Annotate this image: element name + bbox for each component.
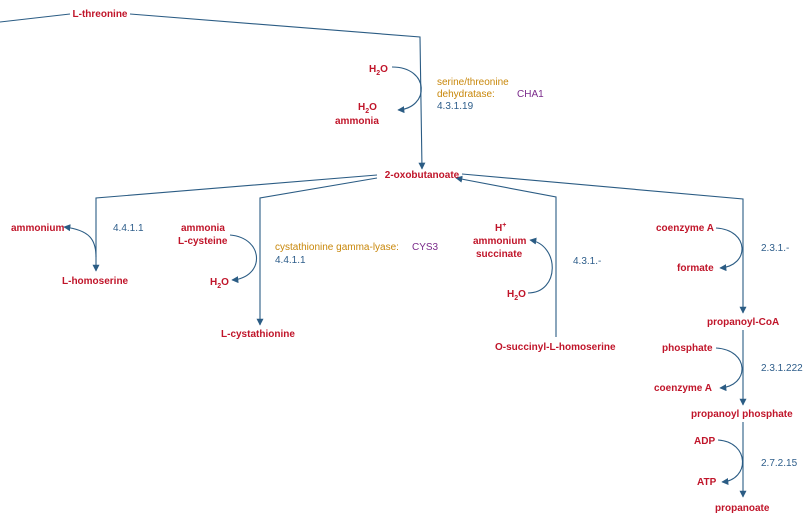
curve-h2o-to-succinate (527, 237, 553, 294)
metabolite-h2o[interactable]: H2O (507, 289, 526, 302)
edge-oxobutanoate-propanoylcoa (461, 173, 747, 314)
curve-coa-to-formate (715, 227, 743, 272)
ec-4-4-1-1[interactable]: 4.4.1.1 (275, 255, 306, 266)
metabolite-coenzyme-a[interactable]: coenzyme A (656, 223, 714, 234)
ec-4-3-1-19[interactable]: 4.3.1.19 (437, 101, 474, 112)
edge-oxobutanoate-homoserine (92, 174, 378, 272)
ec-2-7-2-15[interactable]: 2.7.2.15 (761, 458, 798, 469)
curve-ammonium (63, 224, 97, 258)
ec-4-3-1-dash[interactable]: 4.3.1.- (573, 256, 601, 267)
metabolite-o-succinyl-l-homoserine[interactable]: O-succinyl-L-homoserine (495, 342, 616, 353)
enzyme-ser-thr-dehydratase-line1[interactable]: serine/threonine (437, 77, 509, 88)
metabolite-h2o[interactable]: H2O (369, 64, 388, 77)
metabolite-h2o[interactable]: H2O (358, 102, 377, 115)
ec-2-3-1-222[interactable]: 2.3.1.222 (761, 363, 803, 374)
metabolite-propanoyl-phosphate[interactable]: propanoyl phosphate (691, 409, 793, 420)
metabolite-ammonium[interactable]: ammonium (473, 236, 526, 247)
metabolite-l-threonine[interactable]: L-threonine (73, 9, 128, 20)
metabolite-l-cystathionine[interactable]: L-cystathionine (221, 329, 295, 340)
enzyme-cystathionine-gamma-lyase[interactable]: cystathionine gamma-lyase: (275, 242, 399, 253)
curve-adp-to-atp (717, 439, 744, 486)
ec-4-4-1-1[interactable]: 4.4.1.1 (113, 223, 144, 234)
metabolite-l-homoserine[interactable]: L-homoserine (62, 276, 129, 287)
metabolite-propanoate[interactable]: propanoate (715, 503, 770, 514)
metabolite-phosphate[interactable]: phosphate (662, 343, 713, 354)
metabolite-ammonium[interactable]: ammonium (11, 223, 64, 234)
metabolite-adp[interactable]: ADP (694, 436, 715, 447)
enzyme-ser-thr-dehydratase-line2[interactable]: dehydratase: (437, 89, 495, 100)
edge-oxobutanoate-cystathionine (256, 177, 378, 326)
metabolite-proton[interactable]: H+ (495, 222, 506, 234)
ec-2-3-1-dash[interactable]: 2.3.1.- (761, 243, 789, 254)
metabolite-ammonia[interactable]: ammonia (181, 223, 225, 234)
edge-threonine-in (0, 13, 71, 23)
metabolite-propanoyl-coa[interactable]: propanoyl-CoA (707, 317, 779, 328)
edge-threonine-to-oxobutanoate (129, 13, 426, 170)
metabolite-l-cysteine[interactable]: L-cysteine (178, 236, 228, 247)
metabolite-2-oxobutanoate[interactable]: 2-oxobutanoate (385, 170, 460, 181)
edge-succinylhomoserine-oxobutanoate (455, 175, 557, 337)
curve-cysteine-to-h2o (229, 234, 257, 284)
metabolite-succinate[interactable]: succinate (476, 249, 523, 260)
metabolite-formate[interactable]: formate (677, 263, 714, 274)
metabolite-coenzyme-a[interactable]: coenzyme A (654, 383, 712, 394)
metabolite-ammonia[interactable]: ammonia (335, 116, 379, 127)
gene-cys3[interactable]: CYS3 (412, 242, 439, 253)
curve-phosphate-to-coa (715, 347, 743, 392)
curve-h2o-to-ammonia (391, 66, 422, 114)
gene-cha1[interactable]: CHA1 (517, 89, 544, 100)
metabolite-atp[interactable]: ATP (697, 477, 717, 488)
metabolite-h2o[interactable]: H2O (210, 277, 229, 290)
